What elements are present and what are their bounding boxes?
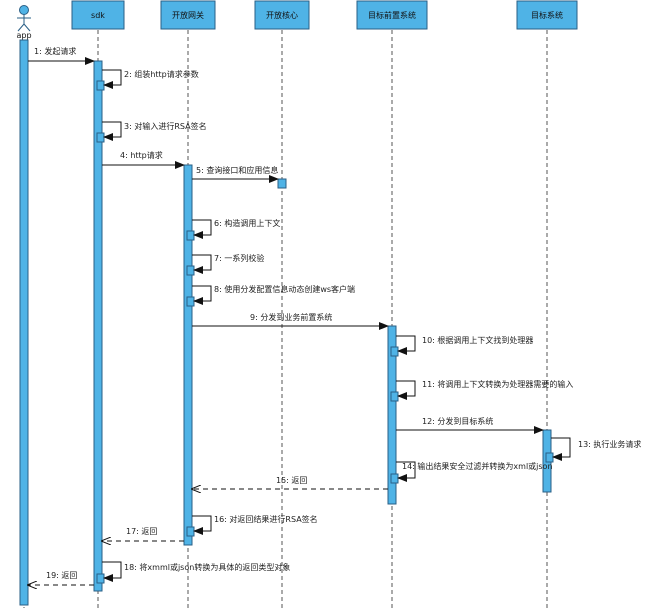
message-arrow-10 xyxy=(396,335,416,355)
message-label-3: 3: 对输入进行RSA签名 xyxy=(124,121,207,131)
participant-app: app xyxy=(16,5,32,40)
message-label-14: 14: 输出结果安全过滤并转换为xml或json xyxy=(402,461,553,471)
message-label-17: 17: 返回 xyxy=(126,527,157,536)
message-label-11: 11: 将调用上下文转换为处理器需要的输入 xyxy=(422,379,573,389)
message-label-4: 4: http请求 xyxy=(120,150,163,160)
activation-app xyxy=(19,39,29,606)
participant-target: 目标系统 xyxy=(516,0,578,30)
actor-leg-right-icon xyxy=(23,23,31,32)
message-arrow-3 xyxy=(102,121,122,141)
participant-label-app: app xyxy=(16,31,31,40)
message-arrow-7 xyxy=(192,254,212,274)
message-label-8: 8: 使用分发配置信息动态创建ws客户端 xyxy=(214,284,355,294)
actor-leg-left-icon xyxy=(17,23,25,32)
activation-gateway-main xyxy=(183,164,193,546)
message-label-12: 12: 分发到目标系统 xyxy=(422,416,493,426)
message-arrow-13 xyxy=(551,437,571,461)
participant-core: 开放核心 xyxy=(254,0,310,30)
message-label-18: 18: 将xmml或json转换为具体的返回类型对象 xyxy=(124,562,290,572)
activation-sdk-18 xyxy=(96,573,105,584)
message-arrow-11 xyxy=(396,380,416,400)
message-arrow-2 xyxy=(102,69,122,89)
message-label-5: 5: 查询接口和应用信息 xyxy=(196,165,278,175)
participant-label-front: 目标前置系统 xyxy=(368,10,416,20)
message-label-2: 2: 组装http请求参数 xyxy=(124,69,199,79)
participant-label-sdk: sdk xyxy=(91,11,105,20)
participant-label-target: 目标系统 xyxy=(531,10,563,20)
activation-sdk-3 xyxy=(96,132,105,143)
participant-box-core xyxy=(254,0,310,30)
message-arrow-6 xyxy=(192,219,212,239)
participant-front: 目标前置系统 xyxy=(356,0,428,30)
activation-gateway-7 xyxy=(186,265,195,276)
message-label-15: 15: 返回 xyxy=(276,476,307,485)
participant-box-target xyxy=(516,0,578,30)
message-label-6: 6: 构造调用上下文 xyxy=(214,218,280,228)
activation-front-14 xyxy=(390,473,399,484)
activation-sdk-2 xyxy=(96,80,105,91)
message-label-19: 19: 返回 xyxy=(46,571,77,580)
participant-box-gateway xyxy=(160,0,216,30)
message-label-13: 13: 执行业务请求 xyxy=(578,439,641,449)
activation-core xyxy=(277,178,287,189)
message-label-7: 7: 一系列校验 xyxy=(214,253,264,263)
message-arrow-16 xyxy=(192,515,212,535)
participant-box-sdk xyxy=(71,0,125,30)
activation-sdk-main xyxy=(93,60,103,592)
activation-front-10 xyxy=(390,346,399,357)
participant-gateway: 开放网关 xyxy=(160,0,216,30)
message-label-10: 10: 根据调用上下文找到处理器 xyxy=(422,335,533,345)
message-arrow-18 xyxy=(102,561,122,582)
activation-gateway-6 xyxy=(186,230,195,241)
activation-target-13 xyxy=(545,452,554,463)
message-arrow-14 xyxy=(396,461,416,482)
actor-head-icon xyxy=(19,5,29,15)
message-label-9: 9: 分发到业务前置系统 xyxy=(250,312,332,322)
activation-front-11 xyxy=(390,391,399,402)
participant-label-gateway: 开放网关 xyxy=(172,10,204,20)
message-label-1: 1: 发起请求 xyxy=(34,46,76,56)
message-arrow-8 xyxy=(192,285,212,305)
activation-front-main xyxy=(387,325,397,505)
activation-gateway-16 xyxy=(186,526,195,537)
activation-gateway-8 xyxy=(186,296,195,307)
participant-box-front xyxy=(356,0,428,30)
participant-sdk: sdk xyxy=(71,0,125,30)
participant-label-core: 开放核心 xyxy=(266,10,298,20)
message-label-16: 16: 对返回结果进行RSA签名 xyxy=(214,514,318,524)
